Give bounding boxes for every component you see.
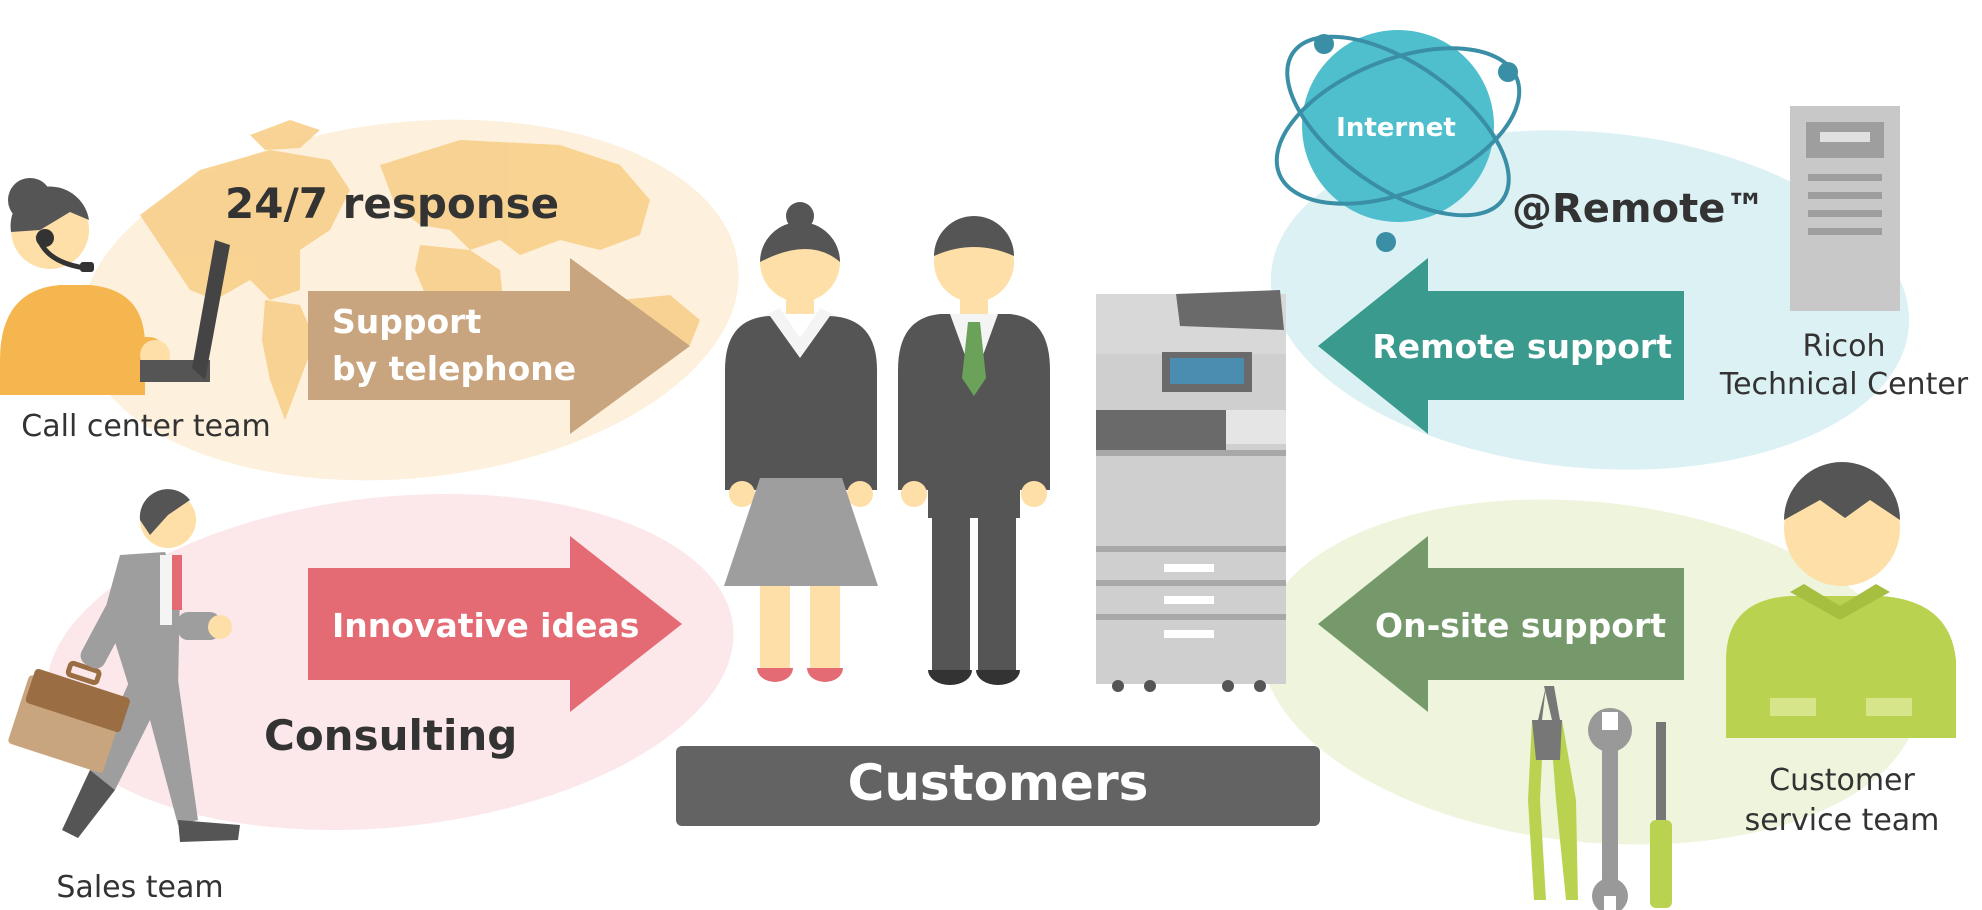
consulting-heading: Consulting	[264, 711, 517, 760]
customers-label: Customers	[848, 754, 1149, 812]
telephone-arrow	[308, 258, 690, 434]
headset-operator-icon	[0, 178, 230, 395]
onsite-arrow	[1318, 536, 1684, 712]
internet-label: Internet	[1336, 113, 1456, 143]
remote-arrow	[1318, 258, 1684, 434]
globe-orbit-icon	[1274, 30, 1522, 252]
telephone-label-line2: by telephone	[332, 349, 576, 388]
businesswoman-icon	[724, 202, 878, 682]
ricoh-label-line1: Ricoh	[1802, 329, 1885, 364]
onsite-support-label: On-site support	[1375, 606, 1666, 645]
copier-icon	[1096, 290, 1286, 692]
remote-brand-heading: @Remote™	[1512, 186, 1765, 232]
remote-support-label: Remote support	[1372, 327, 1672, 366]
tools-icon	[1528, 686, 1672, 910]
response-heading: 24/7 response	[225, 179, 559, 228]
telephone-label-line1: Support	[332, 302, 481, 341]
cs-team-label-line1: Customer	[1769, 763, 1915, 798]
technician-icon	[1726, 462, 1956, 738]
customers-bar	[676, 746, 1320, 826]
innovative-label: Innovative ideas	[332, 606, 639, 645]
server-tower-icon	[1790, 106, 1900, 311]
ricoh-label-line2: Technical Center	[1719, 367, 1969, 402]
salesman-icon	[8, 489, 240, 842]
sales-team-label: Sales team	[56, 870, 223, 905]
cs-team-label-line2: service team	[1745, 803, 1940, 838]
call-center-label: Call center team	[21, 409, 270, 444]
consulting-arrow	[308, 536, 682, 712]
businessman-icon	[898, 216, 1050, 685]
